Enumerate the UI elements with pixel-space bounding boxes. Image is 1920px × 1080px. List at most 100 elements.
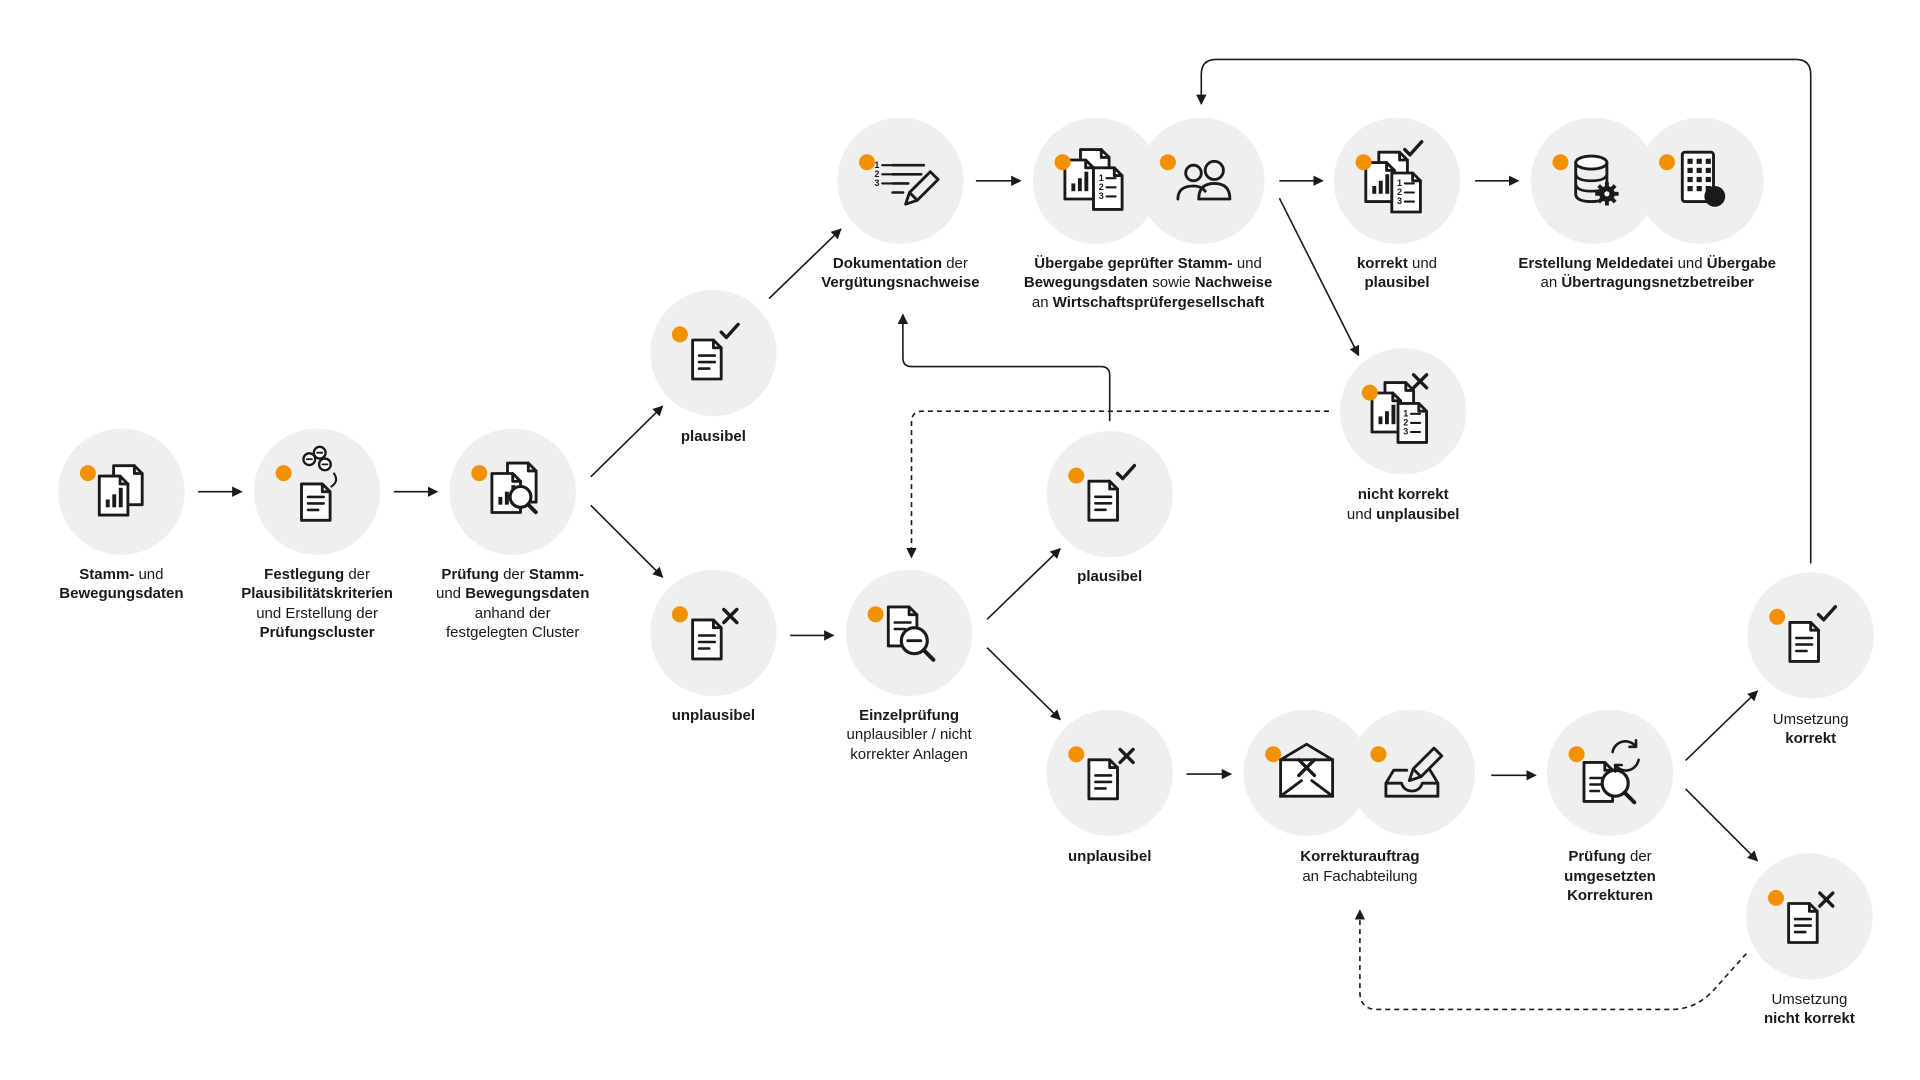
label-line: plausibel: [573, 427, 853, 447]
accent-dot: [1068, 746, 1085, 763]
label-plausibel1: plausibel: [573, 427, 853, 447]
label-line: Einzelprüfung: [769, 706, 1049, 726]
label-line: unplausibel: [970, 847, 1250, 867]
label-line: Korrekturauftrag: [1220, 847, 1500, 867]
label-segment: und Erstellung der: [256, 604, 378, 622]
envelope-cross-icon: [1279, 742, 1335, 798]
label-segment: plausibel: [1364, 274, 1430, 292]
label-segment: der: [942, 254, 968, 272]
arrow-nichtkorrekt-einzel: [906, 410, 1329, 559]
label-segment: Bewegungsdaten: [1023, 274, 1149, 292]
label-segment: Prüfung: [441, 565, 499, 583]
document-check-icon: [1087, 463, 1137, 522]
accent-dot: [1659, 154, 1675, 171]
label-segment: korrekt: [1356, 254, 1408, 272]
label-segment: unplausibel: [1068, 848, 1152, 865]
arrow-pruefung-umsetzungnicht: [1685, 788, 1759, 862]
accent-dot: [1361, 384, 1378, 401]
svg-text:3: 3: [1397, 196, 1402, 206]
node-pruefungkorr: [1546, 709, 1674, 836]
label-line: Vergütungsnachweise: [760, 273, 1040, 293]
accent-dot: [79, 465, 96, 482]
document-magnifier-minus-icon: [886, 605, 936, 662]
label-segment: und: [1346, 505, 1377, 523]
accent-dot: [867, 606, 884, 623]
list-pen-icon: 123: [874, 160, 940, 206]
svg-text:3: 3: [1403, 427, 1408, 437]
node-plausibel2: [1046, 431, 1173, 558]
label-segment: Umsetzung: [1772, 710, 1849, 728]
label-segment: Stamm-: [79, 565, 135, 583]
label-segment: der: [344, 565, 371, 583]
svg-text:2: 2: [874, 169, 879, 179]
arrow-pruefung-unplausibel: [590, 504, 664, 578]
label-segment: Prüfungscluster: [259, 624, 375, 642]
node-korrekt: 123: [1333, 117, 1461, 244]
label-line: Bewegungsdaten sowie Nachweise: [1008, 273, 1288, 293]
label-segment: Bewegungsdaten: [465, 585, 590, 603]
label-line: korrekt: [1671, 729, 1920, 749]
label-segment: Korrekturauftrag: [1300, 848, 1420, 865]
label-segment: Übergabe: [1706, 254, 1776, 272]
label-line: und unplausibel: [1263, 505, 1543, 525]
documents-check-icon: 123: [1364, 140, 1424, 214]
svg-text:2: 2: [1403, 418, 1408, 428]
arrow-plausibel2-doku: [897, 313, 1111, 422]
label-segment: und: [1673, 254, 1707, 272]
documents-chart-icon: [97, 464, 144, 517]
node-stamm: [58, 428, 185, 555]
document-check-icon: [1788, 605, 1838, 663]
label-segment: nicht korrekt: [1763, 1010, 1855, 1027]
arrow-einzel-plausibel: [986, 547, 1061, 620]
label-line: Prüfung der: [1470, 847, 1750, 867]
label-line: umgesetzten: [1470, 867, 1750, 887]
accent-dot: [1370, 746, 1387, 763]
document-cross-icon: [691, 607, 739, 661]
label-segment: umgesetzten: [1564, 867, 1656, 885]
label-segment: Vergütungsnachweise: [821, 274, 980, 292]
label-line: korrekt und: [1257, 254, 1537, 274]
label-segment: nicht korrekt: [1357, 486, 1449, 504]
svg-text:1: 1: [874, 160, 879, 170]
svg-text:3: 3: [1099, 191, 1104, 201]
label-segment: und: [1232, 254, 1262, 272]
node-nichtkorrekt: 123: [1340, 348, 1467, 475]
label-segment: der: [498, 565, 529, 583]
label-line: an Fachabteilung: [1220, 867, 1500, 887]
svg-text:1: 1: [1403, 408, 1408, 418]
node-korrekturauftrag: [1243, 709, 1476, 836]
node-doku: 123: [837, 117, 964, 244]
label-unplausibel1: unplausibel: [573, 706, 853, 726]
arrow-einzel-unplausibel: [986, 647, 1061, 721]
label-segment: Erstellung Meldedatei: [1518, 254, 1674, 272]
label-korrekturauftrag: Korrekturauftrag an Fachabteilung: [1220, 847, 1500, 886]
accent-dot: [671, 326, 688, 343]
label-line: plausibel: [1257, 273, 1537, 293]
accent-dot: [859, 154, 875, 171]
label-segment: Einzelprüfung: [859, 706, 960, 724]
label-line: Korrekturen: [1470, 886, 1750, 906]
accent-dot: [1054, 154, 1071, 171]
label-segment: Bewegungsdaten: [59, 585, 184, 603]
label-segment: Prüfung: [1568, 848, 1626, 865]
label-line: an Wirtschaftsprüfergesellschaft: [1008, 293, 1288, 313]
arrow-uebergabe-nichtkorrekt: [1278, 197, 1360, 357]
node-erstellung: [1530, 117, 1764, 244]
node-circle: [1138, 117, 1265, 244]
accent-dot: [1568, 746, 1585, 763]
node-umsetzungkorrekt: [1747, 572, 1874, 699]
label-segment: Übertragungsnetzbetreiber: [1561, 274, 1754, 292]
label-line: Erstellung Meldedatei und Übergabe: [1507, 254, 1787, 274]
documents-search-icon: [490, 461, 538, 515]
node-plausibel1: [650, 289, 777, 417]
accent-dot: [471, 465, 488, 482]
